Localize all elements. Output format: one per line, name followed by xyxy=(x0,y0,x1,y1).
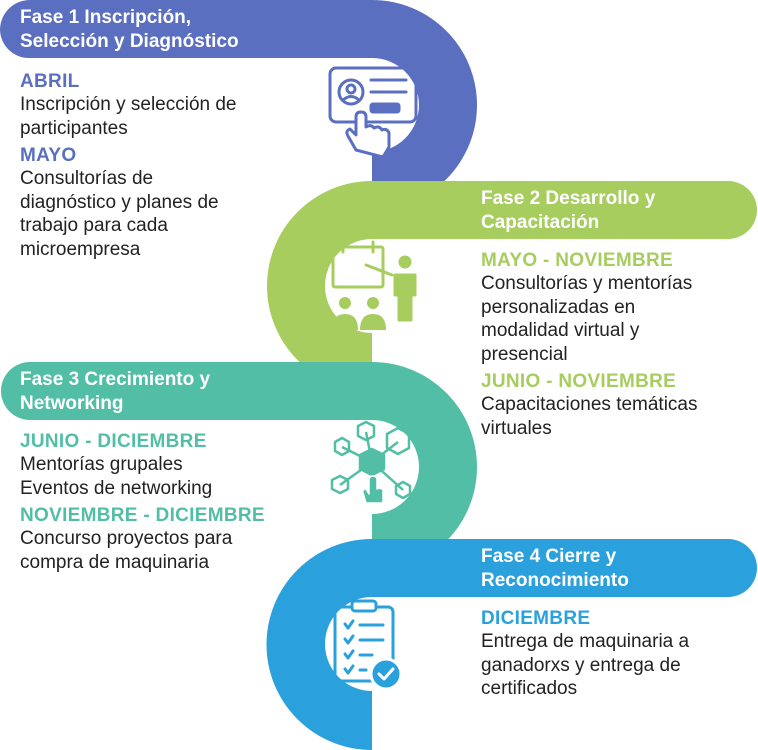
phase-3-desc-1: Mentorías grupales Eventos de networking xyxy=(20,454,213,499)
phase-4-title: Fase 4 Cierre y Reconocimiento xyxy=(481,546,629,591)
phase-2-desc-2: Capacitaciones temáticas virtuales xyxy=(481,394,698,439)
phase-4-desc-1: Entrega de maquinaria a ganadorxs y entr… xyxy=(481,631,690,699)
clipboard-checklist-icon xyxy=(333,599,403,691)
phase-2-period-2: JUNIO - NOVIEMBRE xyxy=(481,371,677,392)
phase-4-period-1: DICIEMBRE xyxy=(481,608,591,629)
phase-3-ribbon xyxy=(1,362,477,572)
phase-1-title: Fase 1 Inscripción, Selección y Diagnóst… xyxy=(20,7,239,52)
phase-2-period-1: MAYO - NOVIEMBRE xyxy=(481,250,674,271)
profile-card-click-icon xyxy=(328,66,418,159)
phase-3-desc-2: Concurso proyectos para compra de maquin… xyxy=(20,528,233,573)
phase-1-period-2: MAYO xyxy=(20,145,77,166)
phase-1-ribbon xyxy=(0,0,477,210)
network-hexagons-icon xyxy=(330,420,412,504)
phase-2-title: Fase 2 Desarrollo y Capacitación xyxy=(481,188,656,233)
phase-4-details: DICIEMBRE Entrega de maquinaria a ganado… xyxy=(481,607,756,705)
phase-1-desc-1: Inscripción y selección de participantes xyxy=(20,94,237,139)
phase-3-period-1: JUNIO - DICIEMBRE xyxy=(20,431,207,452)
phase-1-details: ABRIL Inscripción y selección de partici… xyxy=(20,70,320,265)
phase-1-desc-2: Consultorías de diagnóstico y planes de … xyxy=(20,168,219,260)
phase-3-title: Fase 3 Crecimiento y Networking xyxy=(20,369,211,414)
phase-2-details: MAYO - NOVIEMBRE Consultorías y mentoría… xyxy=(481,249,756,444)
phase-2-desc-1: Consultorías y mentorías personalizadas … xyxy=(481,273,693,365)
phase-2-ribbon xyxy=(267,181,757,391)
phase-3-details: JUNIO - DICIEMBRE Mentorías grupales Eve… xyxy=(20,430,320,578)
phase-3-period-2: NOVIEMBRE - DICIEMBRE xyxy=(20,505,265,526)
presentation-board-icon xyxy=(331,240,417,330)
phase-1-period-1: ABRIL xyxy=(20,71,80,92)
phase-4-ribbon xyxy=(266,539,757,750)
